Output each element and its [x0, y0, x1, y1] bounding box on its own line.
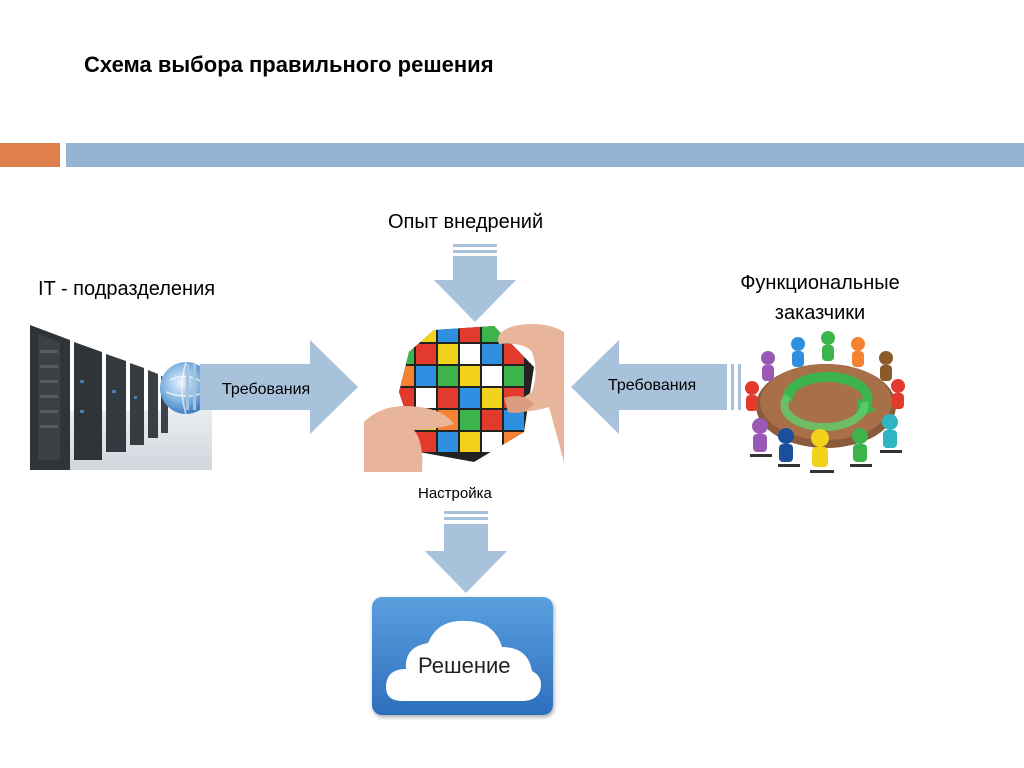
header-accent-blue: [66, 143, 1024, 167]
cloud-icon: [386, 620, 541, 701]
solution-box: [372, 597, 553, 715]
arrow-down-top: [434, 244, 516, 322]
label-it-departments: IT - подразделения: [38, 278, 216, 300]
arrow-left-right: [571, 340, 741, 434]
label-requirements-right: Требования: [608, 377, 697, 394]
label-functional-customers: Функциональные заказчики: [740, 272, 900, 324]
arrow-down-bottom: [425, 511, 507, 593]
round-table-meeting-icon: [745, 331, 905, 473]
server-racks-icon: [30, 325, 212, 470]
label-tuning: Настройка: [418, 485, 492, 502]
header-accent-orange: [0, 143, 60, 167]
arrow-right-left: [186, 340, 358, 434]
label-experience: Опыт внедрений: [388, 211, 544, 233]
slide-title: Схема выбора правильного решения: [84, 52, 494, 77]
label-requirements-left: Требования: [222, 381, 311, 398]
puzzle-cube-hands-icon: [364, 324, 564, 472]
solution-label: Решение: [418, 653, 511, 678]
